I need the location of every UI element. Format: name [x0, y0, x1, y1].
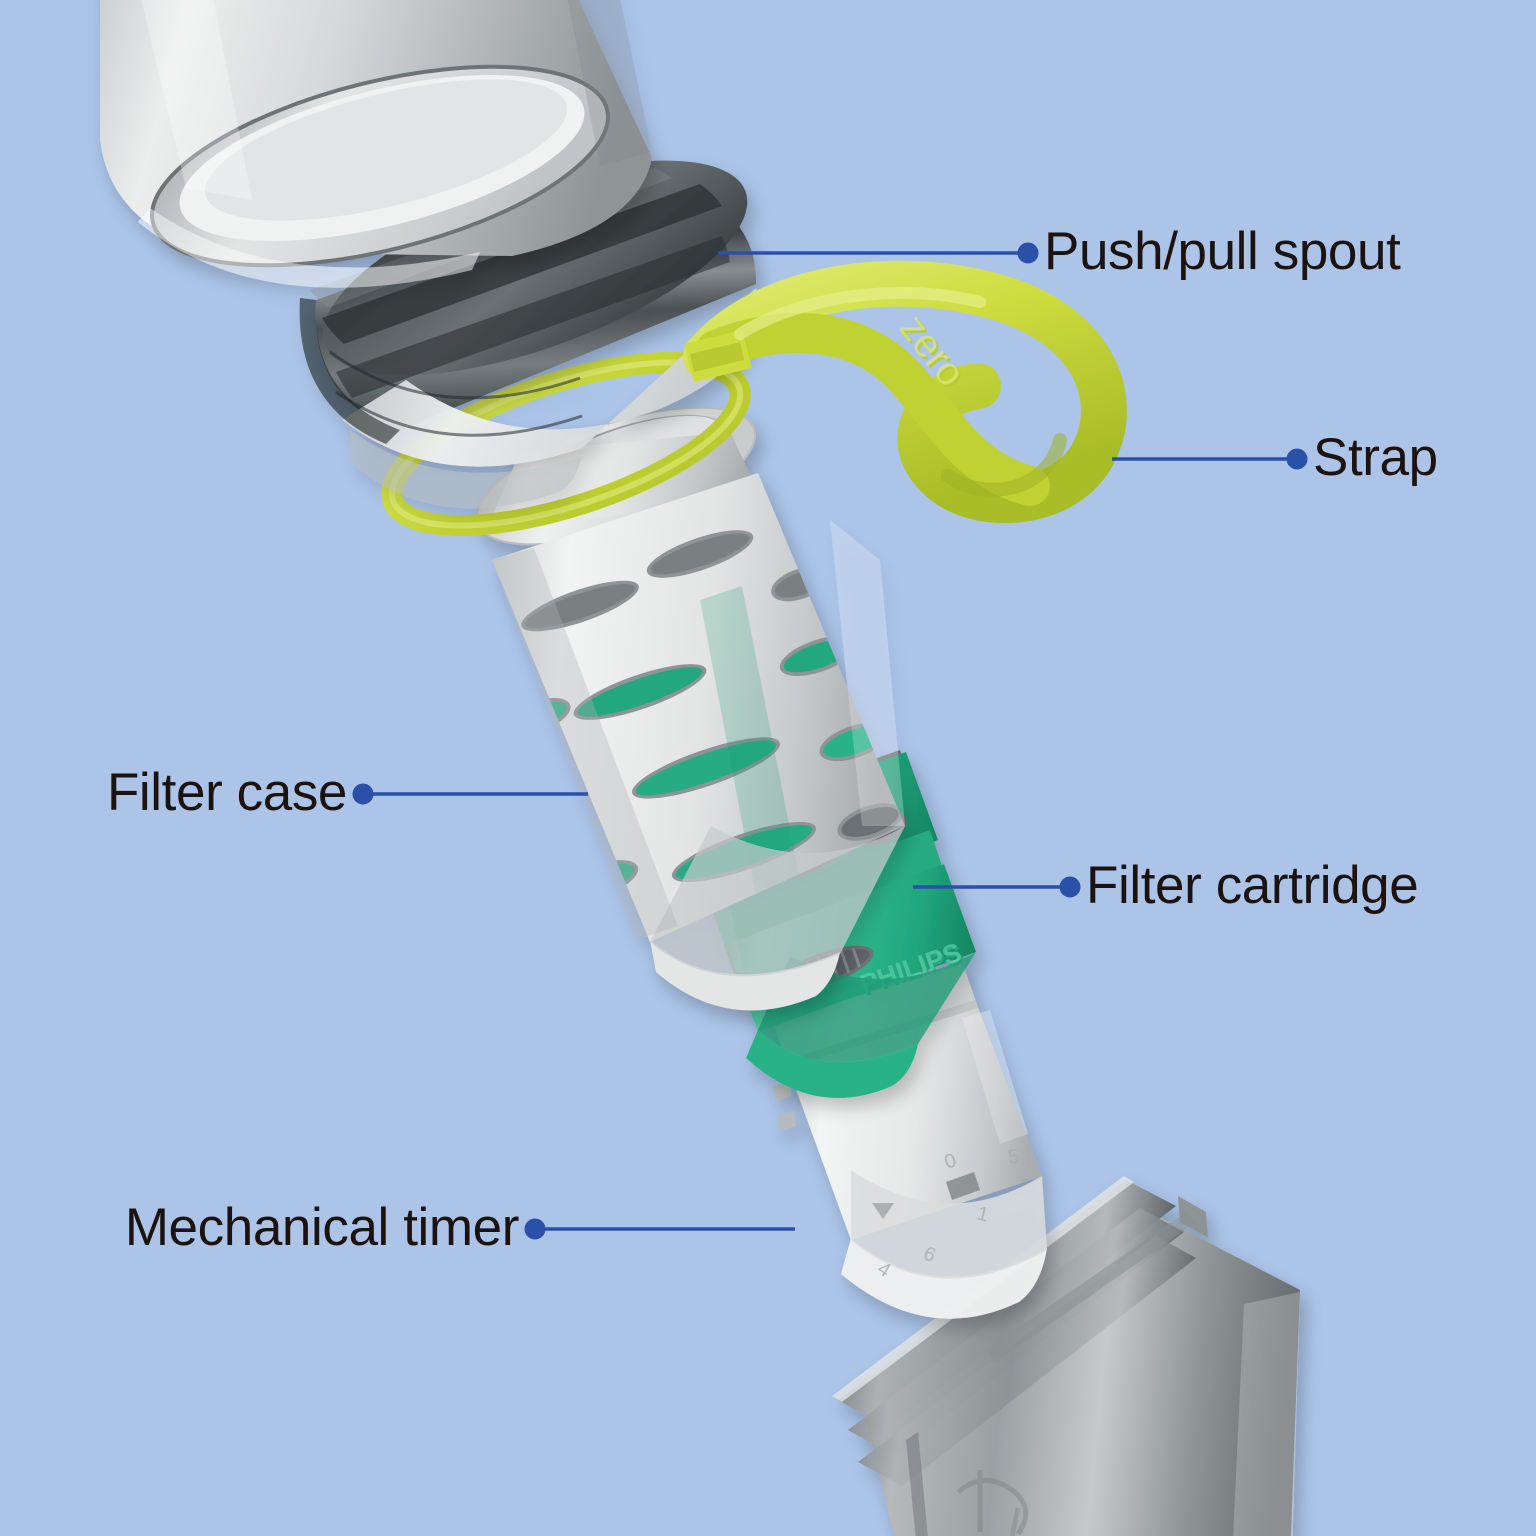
label-mechanical-timer: Mechanical timer [124, 1197, 520, 1257]
leader-dot-filter-cartridge [1059, 876, 1081, 898]
label-filter-case: Filter case [106, 762, 347, 822]
part-strap-ring [381, 352, 751, 536]
leader-lines [352, 242, 1308, 1240]
svg-text:1: 1 [975, 1203, 991, 1227]
leader-dot-push-pull-spout [1017, 242, 1039, 264]
leader-dot-strap [1286, 448, 1308, 470]
label-strap: Strap [1313, 427, 1438, 487]
part-top-cap [100, 0, 652, 288]
part-strap: zero zero [683, 260, 1127, 524]
label-filter-cartridge: Filter cartridge [1086, 855, 1419, 915]
svg-text:5: 5 [1007, 1146, 1021, 1169]
label-push-pull-spout: Push/pull spout [1044, 221, 1401, 281]
timer-dial-marks [872, 1203, 894, 1219]
leader-dot-mechanical-timer [524, 1218, 546, 1240]
leader-dot-filter-case [352, 783, 374, 805]
